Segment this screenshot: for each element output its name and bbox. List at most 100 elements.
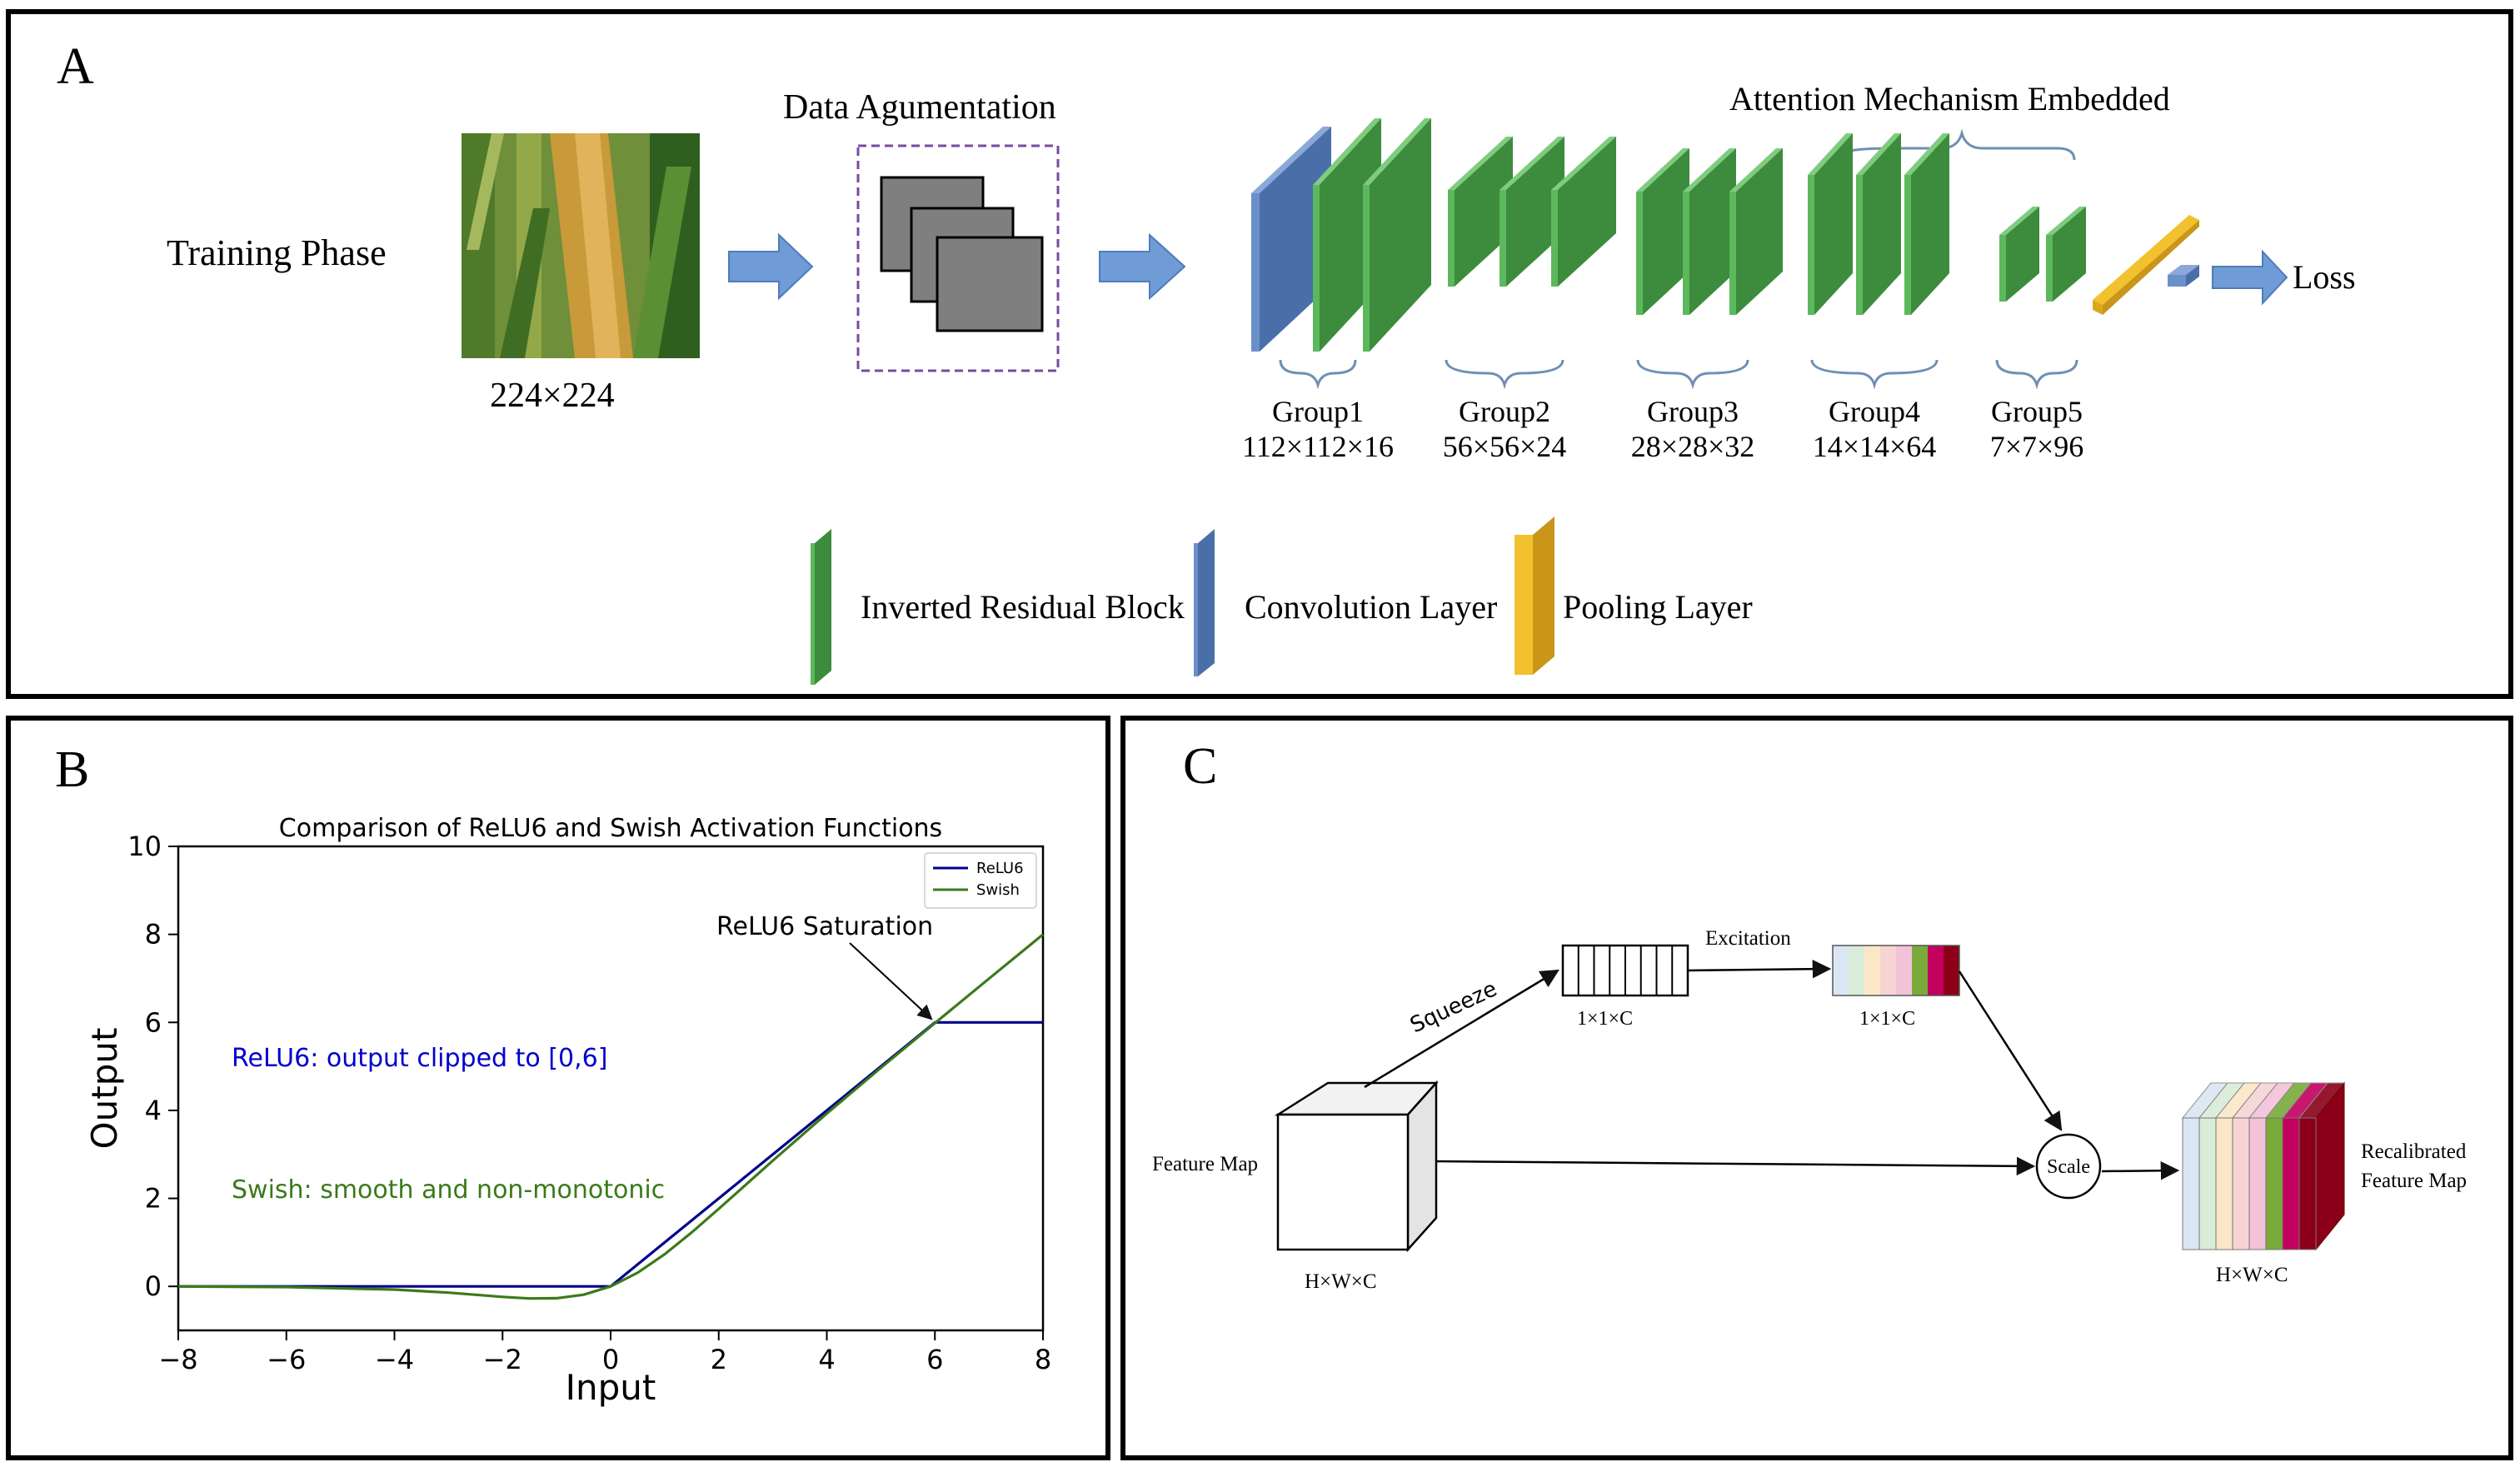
panel-c-label: C bbox=[1183, 738, 1217, 795]
group1-label: Group1 bbox=[1272, 395, 1364, 428]
network-blocks bbox=[1251, 118, 2199, 352]
annotation-saturation: ReLU6 Saturation bbox=[716, 912, 933, 941]
flow-arrow-1 bbox=[728, 232, 814, 301]
excited-vector-cell bbox=[1896, 946, 1912, 995]
group1-dims: 112×112×16 bbox=[1242, 430, 1394, 463]
group3-dims: 28×28×32 bbox=[1631, 430, 1755, 463]
panel-a-label: A bbox=[57, 38, 94, 95]
excitation-arrow bbox=[1686, 959, 1832, 979]
recalibrated-channel-slab bbox=[2282, 1117, 2300, 1250]
x-tick-label: −2 bbox=[483, 1344, 522, 1375]
legend-relu6-label: ReLU6 bbox=[976, 860, 1024, 877]
feature-map-label: Feature Map bbox=[1152, 1153, 1258, 1175]
group-labels: Group1112×112×16Group256×56×24Group328×2… bbox=[1242, 359, 2084, 463]
legend-pooling-label: Pooling Layer bbox=[1563, 588, 1753, 626]
x-tick-label: 8 bbox=[1035, 1344, 1051, 1375]
recalibrated-channel-slab bbox=[2198, 1117, 2217, 1250]
y-tick-label: 0 bbox=[145, 1270, 162, 1302]
y-axis-label: Output bbox=[84, 1028, 125, 1150]
inverted-residual-block-g3-3 bbox=[1729, 148, 1783, 315]
scale-to-output-arrow bbox=[2101, 1160, 2180, 1180]
y-tick-label: 6 bbox=[145, 1006, 162, 1038]
excited-vector-cell bbox=[1928, 946, 1944, 995]
recalibrated-channel-slab bbox=[2298, 1117, 2317, 1250]
group2-brace bbox=[1445, 359, 1564, 390]
recalibrated-channel-slab bbox=[2215, 1117, 2233, 1250]
excited-to-scale-arrow bbox=[1958, 971, 2063, 1131]
series-swish-line bbox=[177, 933, 1045, 1300]
inverted-residual-block-g1-2 bbox=[1363, 118, 1431, 352]
annotation-relu6-clip: ReLU6: output clipped to [0,6] bbox=[232, 1044, 607, 1073]
feature-to-scale-arrow bbox=[1435, 1156, 2036, 1176]
group4-brace bbox=[1810, 359, 1939, 390]
inverted-residual-block-g4-3 bbox=[1904, 133, 1949, 315]
group3-brace bbox=[1636, 359, 1749, 390]
legend-inverted-residual-label: Inverted Residual Block bbox=[861, 588, 1185, 626]
recalibrated-channel-slab bbox=[2265, 1117, 2283, 1250]
inverted-residual-block-g4-1 bbox=[1808, 133, 1853, 315]
excited-vector-cell bbox=[1880, 946, 1896, 995]
loss-arrow bbox=[2212, 249, 2288, 306]
x-axis-label: Input bbox=[566, 1367, 656, 1408]
excited-vector-cell bbox=[1912, 946, 1928, 995]
x-tick-label: −8 bbox=[158, 1344, 197, 1375]
scale-label: Scale bbox=[2047, 1156, 2090, 1178]
legend-convolution-label: Convolution Layer bbox=[1245, 588, 1497, 626]
excited-vector-cell bbox=[1849, 946, 1864, 995]
y-tick-label: 2 bbox=[145, 1183, 162, 1215]
y-tick-label: 4 bbox=[145, 1095, 162, 1126]
group4-label: Group4 bbox=[1829, 395, 1920, 428]
attention-label: Attention Mechanism Embedded bbox=[1729, 80, 2170, 117]
x-tick-label: 2 bbox=[711, 1344, 727, 1375]
panel-b-label: B bbox=[55, 741, 89, 798]
recalibrated-label-1: Recalibrated bbox=[2361, 1140, 2467, 1163]
inverted-residual-block-g5-1 bbox=[1999, 207, 2039, 302]
training-phase-label: Training Phase bbox=[167, 232, 387, 273]
excited-vector bbox=[1832, 945, 1960, 996]
inverted-residual-block-g2-1 bbox=[1448, 137, 1513, 287]
aug-image-3 bbox=[936, 236, 1044, 332]
group5-brace bbox=[1995, 359, 2078, 390]
group5-label: Group5 bbox=[1991, 395, 2083, 428]
group1-brace bbox=[1279, 359, 1357, 390]
data-augmentation-label: Data Agumentation bbox=[783, 88, 1056, 127]
group2-label: Group2 bbox=[1459, 395, 1550, 428]
recalibrated-channel-slab bbox=[2248, 1117, 2267, 1250]
x-tick-label: −4 bbox=[375, 1344, 414, 1375]
series-relu6-line bbox=[178, 1020, 1043, 1288]
recalibrated-feature-cube bbox=[2181, 1081, 2346, 1251]
inverted-residual-block-g5-2 bbox=[2046, 207, 2086, 302]
excited-vector-cell bbox=[1944, 946, 1959, 995]
panel-a: A Training Phase 224×224 Data Agumentati… bbox=[6, 9, 2513, 699]
legend-swish-label: Swish bbox=[976, 881, 1020, 899]
inverted-residual-block-g2-3 bbox=[1551, 137, 1616, 287]
x-tick-label: 6 bbox=[926, 1344, 943, 1375]
saturation-arrow bbox=[849, 942, 933, 1020]
chart-title: Comparison of ReLU6 and Swish Activation… bbox=[279, 814, 942, 843]
legend-inverted-residual: Inverted Residual Block bbox=[811, 529, 1185, 685]
attention-brace bbox=[1831, 128, 2076, 161]
group3-label: Group3 bbox=[1647, 395, 1739, 428]
x-tick-label: 4 bbox=[818, 1344, 835, 1375]
inverted-residual-block-g3-2 bbox=[1683, 148, 1736, 315]
recalibrated-label-2: Feature Map bbox=[2361, 1170, 2467, 1192]
data-augmentation-box bbox=[856, 144, 1060, 372]
y-tick-label: 8 bbox=[145, 919, 162, 951]
input-hwc-label: H×W×C bbox=[1305, 1270, 1377, 1293]
loss-label: Loss bbox=[2293, 258, 2356, 296]
input-size-label: 224×224 bbox=[490, 377, 615, 415]
scale-node bbox=[2035, 1133, 2102, 1200]
squeezed-vector bbox=[1561, 944, 1689, 997]
output-hwc-label: H×W×C bbox=[2216, 1264, 2288, 1286]
squeeze-label: Squeeze bbox=[1406, 976, 1500, 1038]
excitation-label: Excitation bbox=[1705, 927, 1791, 950]
group5-dims: 7×7×96 bbox=[1990, 430, 2084, 463]
input-feature-cube bbox=[1274, 1080, 1439, 1253]
recalibrated-channel-slab bbox=[2182, 1117, 2200, 1250]
y-tick-label: 10 bbox=[127, 831, 162, 862]
legend-convolution: Convolution Layer bbox=[1194, 529, 1497, 676]
legend-pooling: Pooling Layer bbox=[1514, 516, 1753, 675]
vector1-dims-label: 1×1×C bbox=[1577, 1008, 1633, 1030]
